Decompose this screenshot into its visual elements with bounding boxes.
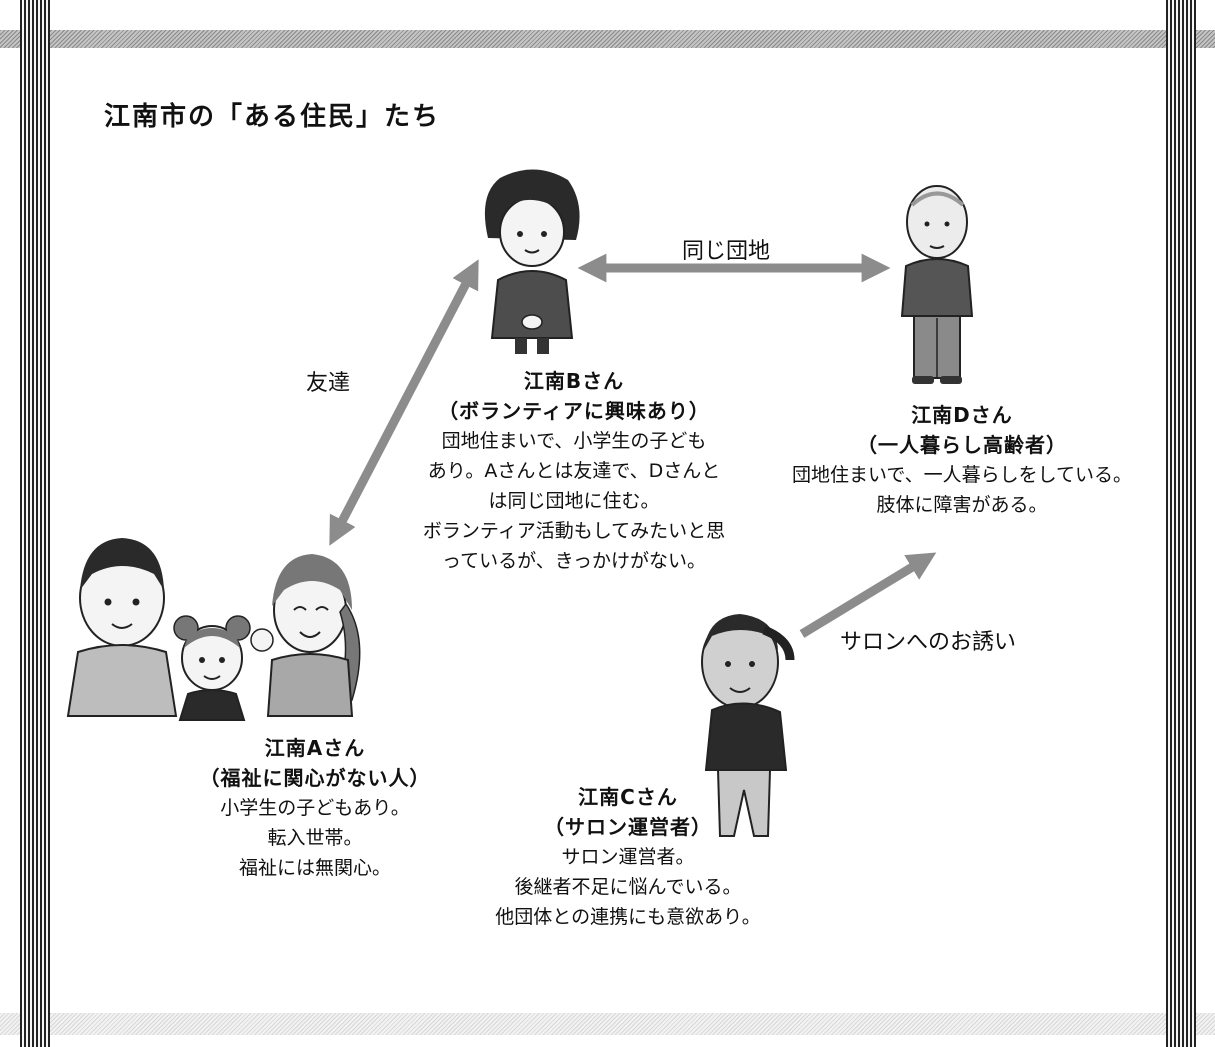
resident-b-illustration	[484, 169, 580, 354]
resident-d-role: （一人暮らし高齢者）	[857, 433, 1067, 457]
relation-label-same-danchi: 同じ団地	[682, 239, 771, 264]
arrow-c-d-salon	[799, 552, 937, 638]
resident-b-desc-line: 団地住まいで、小学生の子ども	[441, 430, 707, 452]
top-border-band	[0, 30, 1215, 48]
arrow-a-b-friends	[329, 259, 479, 546]
resident-c-label: 江南Cさん （サロン運営者） サロン運営者。 後継者不足に悩んでいる。 他団体と…	[458, 782, 798, 932]
resident-d-name: 江南Dさん	[911, 403, 1013, 427]
resident-b-label: 江南Bさん （ボランティアに興味あり） 団地住まいで、小学生の子ども あり。Aさ…	[384, 366, 764, 576]
resident-d-illustration	[900, 185, 974, 384]
resident-a-role: （福祉に関心がない人）	[199, 766, 431, 790]
resident-a-label: 江南Aさん （福祉に関心がない人） 小学生の子どもあり。 転入世帯。 福祉には無…	[160, 733, 470, 883]
resident-b-desc-line: は同じ団地に住む。	[488, 490, 660, 512]
resident-b-desc-line: っているが、きっかけがない。	[442, 550, 706, 572]
resident-b-name: 江南Bさん	[523, 369, 625, 393]
resident-c-name: 江南Cさん	[578, 785, 678, 809]
resident-d-desc-line: 肢体に障害がある。	[876, 494, 1048, 516]
resident-d-label: 江南Dさん （一人暮らし高齢者） 団地住まいで、一人暮らしをしている。 肢体に障…	[752, 400, 1172, 520]
resident-b-role: （ボランティアに興味あり）	[438, 399, 710, 423]
diagram-title: 江南市の「ある住民」たち	[104, 102, 441, 132]
resident-a-name: 江南Aさん	[264, 736, 366, 760]
resident-d-desc-line: 団地住まいで、一人暮らしをしている。	[791, 464, 1133, 486]
right-frame-pillar	[1166, 0, 1196, 1047]
resident-b-desc-line: あり。Aさんとは友達で、Dさんと	[427, 460, 721, 482]
resident-a-desc-line: 転入世帯。	[267, 827, 363, 849]
resident-c-desc-line: 他団体との連携にも意欲あり。	[495, 906, 761, 928]
bottom-border-band	[0, 1013, 1215, 1035]
resident-c-role: （サロン運営者）	[544, 815, 712, 839]
resident-a-illustration	[66, 538, 361, 721]
resident-a-desc-line: 福祉には無関心。	[238, 857, 391, 879]
resident-c-desc-line: 後継者不足に悩んでいる。	[514, 876, 742, 898]
resident-c-illustration	[701, 614, 795, 837]
relation-label-salon-invite: サロンへのお誘い	[840, 630, 1017, 655]
resident-b-desc-line: ボランティア活動もしてみたいと思	[422, 520, 726, 542]
resident-a-desc-line: 小学生の子どもあり。	[220, 797, 410, 819]
resident-c-desc-line: サロン運営者。	[561, 846, 695, 868]
relation-label-friends: 友達	[306, 371, 351, 396]
left-frame-pillar	[20, 0, 50, 1047]
